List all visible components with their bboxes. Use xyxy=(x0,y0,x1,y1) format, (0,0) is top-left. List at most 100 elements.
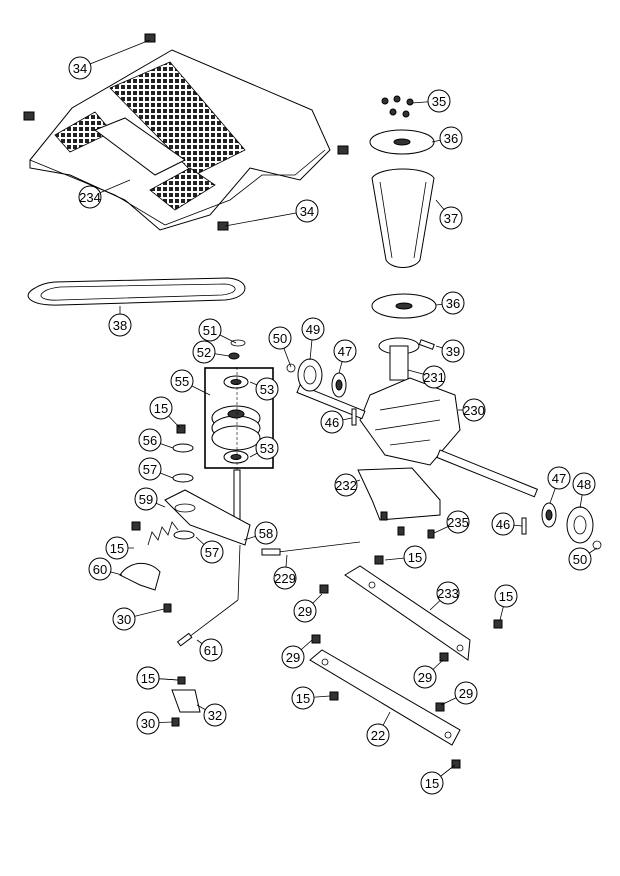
cable-61 xyxy=(176,544,241,647)
callout-61: 61 xyxy=(199,638,223,662)
callout-47: 47 xyxy=(333,339,357,363)
callout-circle xyxy=(301,317,325,341)
callout-36: 36 xyxy=(439,126,463,150)
callout-circle xyxy=(320,410,344,434)
washer-57-a xyxy=(172,473,194,483)
callout-circle xyxy=(413,665,437,689)
pin-46-right xyxy=(521,517,527,535)
upper-tension-spring xyxy=(371,168,435,268)
callout-label: 29 xyxy=(286,650,300,665)
callout-label: 229 xyxy=(274,571,296,586)
bolts-235 xyxy=(380,511,435,539)
callout-label: 231 xyxy=(423,370,445,385)
callout-label: 38 xyxy=(113,318,127,333)
callout-56: 56 xyxy=(138,428,162,452)
callout-circle xyxy=(403,545,427,569)
link-bar-22 xyxy=(309,649,461,746)
link-bar-233 xyxy=(344,565,471,661)
bracket-32 xyxy=(171,689,201,713)
spring-59 xyxy=(147,521,179,546)
callout-22: 22 xyxy=(366,723,390,747)
callout-15: 15 xyxy=(149,396,173,420)
callout-48: 48 xyxy=(572,472,596,496)
callout-15: 15 xyxy=(291,686,315,710)
callout-15: 15 xyxy=(494,584,518,608)
callout-53: 53 xyxy=(255,377,279,401)
callout-label: 30 xyxy=(141,716,155,731)
callout-label: 29 xyxy=(298,604,312,619)
sprocket-48 xyxy=(566,506,594,544)
callout-label: 39 xyxy=(446,344,460,359)
callout-circle xyxy=(293,599,317,623)
callout-label: 15 xyxy=(408,550,422,565)
callout-235: 235 xyxy=(446,510,470,534)
callout-label: 56 xyxy=(143,433,157,448)
callout-circle xyxy=(138,457,162,481)
callout-label: 53 xyxy=(260,441,274,456)
upper-pulley-plate xyxy=(369,129,435,155)
callout-label: 32 xyxy=(208,708,222,723)
callout-29: 29 xyxy=(281,645,305,669)
callout-circle xyxy=(334,473,358,497)
pin-46-left xyxy=(351,408,357,426)
callout-15: 15 xyxy=(420,771,444,795)
cover-bolt-a xyxy=(144,33,156,43)
callout-circle xyxy=(281,645,305,669)
callout-label: 234 xyxy=(79,190,101,205)
drive-belt xyxy=(27,277,246,306)
callout-15: 15 xyxy=(105,536,129,560)
callout-label: 49 xyxy=(306,322,320,337)
washer-57-b xyxy=(173,530,195,540)
sprocket-49 xyxy=(297,358,323,392)
callout-label: 50 xyxy=(273,331,287,346)
callout-label: 15 xyxy=(110,541,124,556)
callout-30: 30 xyxy=(112,607,136,631)
bearing-47-right xyxy=(541,502,557,528)
cover-bolt-b xyxy=(23,111,35,121)
callout-30: 30 xyxy=(136,711,160,735)
callout-circle xyxy=(200,540,224,564)
callout-229: 229 xyxy=(273,566,297,590)
callout-29: 29 xyxy=(293,599,317,623)
callout-circle xyxy=(454,681,478,705)
callout-label: 60 xyxy=(93,562,107,577)
callout-57: 57 xyxy=(200,540,224,564)
callout-34: 34 xyxy=(68,56,92,80)
nut-52 xyxy=(228,352,240,360)
callout-label: 58 xyxy=(259,526,273,541)
callout-label: 35 xyxy=(432,94,446,109)
callout-50: 50 xyxy=(268,326,292,350)
callout-label: 15 xyxy=(425,776,439,791)
callout-circle xyxy=(78,185,102,209)
callout-circle xyxy=(136,711,160,735)
callout-47: 47 xyxy=(547,466,571,490)
bolt-30-a xyxy=(163,603,172,613)
callout-57: 57 xyxy=(138,457,162,481)
callout-29: 29 xyxy=(413,665,437,689)
clip-50-left xyxy=(286,363,296,373)
callout-58: 58 xyxy=(254,521,278,545)
callout-circle xyxy=(108,313,132,337)
callout-59: 59 xyxy=(134,487,158,511)
clip-50-right xyxy=(592,540,602,550)
callout-15: 15 xyxy=(136,666,160,690)
lever-60 xyxy=(119,562,161,591)
callout-34: 34 xyxy=(295,199,319,223)
callout-label: 50 xyxy=(573,552,587,567)
callout-circle xyxy=(427,89,451,113)
screws-group xyxy=(381,95,414,118)
callout-circle xyxy=(134,487,158,511)
callout-35: 35 xyxy=(427,89,451,113)
callout-circle xyxy=(295,199,319,223)
callout-label: 57 xyxy=(143,462,157,477)
callout-label: 15 xyxy=(141,671,155,686)
callout-label: 36 xyxy=(446,296,460,311)
callout-label: 37 xyxy=(444,211,458,226)
callout-label: 15 xyxy=(154,401,168,416)
callout-label: 47 xyxy=(338,344,352,359)
leader-line-34 xyxy=(224,210,308,227)
callout-52: 52 xyxy=(192,340,216,364)
callout-36: 36 xyxy=(441,291,465,315)
bearing-47-left xyxy=(331,372,347,398)
callout-label: 29 xyxy=(418,670,432,685)
